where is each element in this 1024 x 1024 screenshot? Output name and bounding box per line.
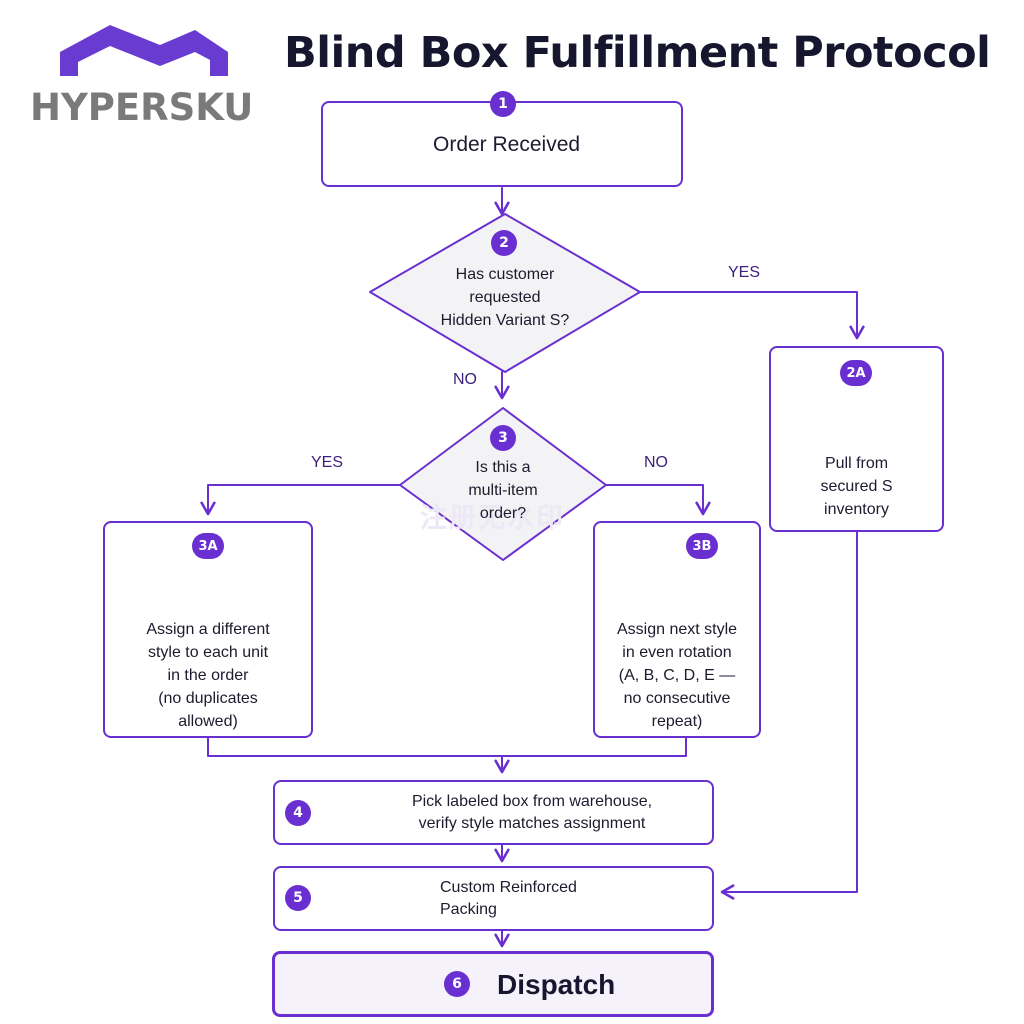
- step-5-text: Custom Reinforced Packing: [440, 877, 680, 921]
- step-3a-line: style to each unit: [147, 644, 269, 661]
- step-2a-line: secured S: [820, 478, 893, 495]
- step-5-badge: 5: [285, 885, 311, 911]
- step-2a-line: inventory: [824, 501, 889, 518]
- edge-label-yes-hidden: YES: [728, 264, 761, 281]
- step-3b-line: (A, B, C, D, E —: [618, 667, 736, 684]
- step-3a-badge: 3A: [192, 533, 224, 559]
- step-3b-text: Assign next style in even rotation (A, B…: [595, 618, 759, 733]
- step-3b-line: repeat): [651, 713, 703, 730]
- step-6-box: Dispatch: [272, 951, 714, 1017]
- step-3-line: order?: [479, 505, 527, 522]
- step-3b-line: in even rotation: [622, 644, 732, 661]
- edge-2-2a: [639, 291, 865, 340]
- step-3a-line: in the order: [167, 667, 249, 684]
- watermark: 注册无水印: [420, 503, 565, 534]
- page-title: Blind Box Fulfillment Protocol: [284, 28, 991, 78]
- decision-2-diamond: [369, 213, 641, 373]
- step-3-badge: 3: [490, 425, 516, 451]
- step-4-box: Pick labeled box from warehouse, verify …: [273, 780, 714, 845]
- edge-label-no-hidden: NO: [453, 371, 477, 388]
- step-2-badge: 2: [491, 230, 517, 256]
- step-4-badge: 4: [285, 800, 311, 826]
- step-2a-badge: 2A: [840, 360, 872, 386]
- step-3b-box: Assign next style in even rotation (A, B…: [593, 521, 761, 738]
- step-3-line: Is this a: [475, 459, 531, 476]
- step-4-text: Pick labeled box from warehouse, verify …: [367, 791, 697, 835]
- connectors: [200, 187, 865, 948]
- step-3-line: multi-item: [468, 482, 538, 499]
- step-2-line: requested: [469, 289, 541, 306]
- step-2a-line: Pull from: [824, 455, 889, 472]
- step-2-line: Has customer: [455, 266, 555, 283]
- step-5-line: Packing: [440, 901, 497, 918]
- step-1-badge: 1: [490, 91, 516, 117]
- step-2-line: Hidden Variant S?: [440, 312, 570, 329]
- step-6-badge: 6: [444, 971, 470, 997]
- step-5-line: Custom Reinforced: [440, 879, 577, 896]
- decision-3-diamond: [399, 407, 607, 561]
- step-2-question: Has customer requested Hidden Variant S?: [405, 263, 605, 332]
- edge-2a-5: [720, 531, 858, 900]
- logo-text: HYPERSKU: [30, 86, 254, 129]
- step-4-line: Pick labeled box from warehouse,: [411, 793, 653, 810]
- logo-roof-icon: [60, 25, 228, 76]
- step-4-line: verify style matches assignment: [418, 815, 646, 832]
- step-3b-badge: 3B: [686, 533, 718, 559]
- step-6-label: Dispatch: [497, 969, 616, 1000]
- step-3a-line: Assign a different: [146, 621, 270, 638]
- step-3-question: Is this a multi-item order?: [428, 456, 578, 525]
- edge-3-3b: [605, 484, 711, 516]
- edge-3a-4: [207, 737, 687, 757]
- edge-label-no-multi: NO: [644, 454, 668, 471]
- step-3b-line: Assign next style: [616, 621, 738, 638]
- step-3a-line: allowed): [178, 713, 238, 730]
- edge-label-yes-multi: YES: [311, 454, 344, 471]
- step-3a-text: Assign a different style to each unit in…: [105, 618, 311, 733]
- step-3b-line: no consecutive: [623, 690, 731, 707]
- step-2a-text: Pull from secured S inventory: [771, 452, 942, 521]
- edge-3-3a: [200, 484, 401, 516]
- step-1-label: Order Received: [433, 133, 581, 156]
- step-5-box: Custom Reinforced Packing: [273, 866, 714, 931]
- step-3a-line: (no duplicates: [158, 690, 258, 707]
